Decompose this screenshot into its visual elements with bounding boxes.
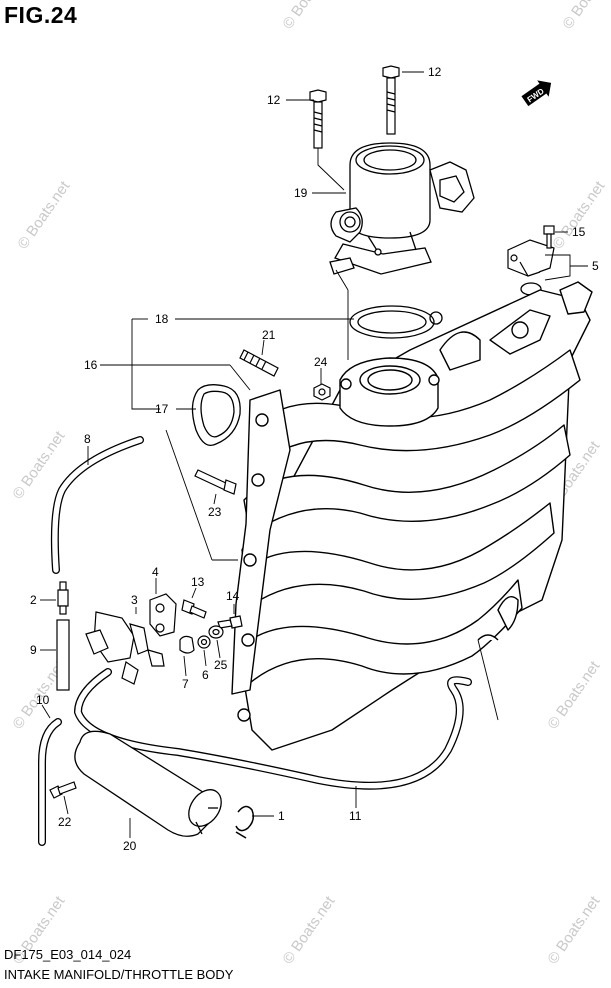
callout-1: 1 (278, 809, 285, 823)
throttle-gasket (349, 305, 443, 339)
nut-24 (313, 383, 331, 401)
bolt-15 (543, 225, 555, 249)
callout-21: 21 (262, 328, 276, 342)
intake-manifold (231, 281, 593, 751)
washer-25 (208, 625, 224, 639)
watermark-text: © Boats.net (559, 0, 611, 32)
hose-clip (235, 805, 255, 839)
callout-17: 17 (155, 402, 169, 416)
callout-19: 19 (294, 186, 308, 200)
callout-5: 5 (592, 259, 599, 273)
watermark-text: © Boats.net (544, 892, 603, 967)
callout-7: 7 (182, 677, 189, 691)
solenoid-valve (85, 611, 165, 685)
callout-13: 13 (191, 575, 205, 589)
bracket-4 (149, 593, 177, 637)
callout-14: 14 (226, 589, 240, 603)
callout-labels: 12 12 19 15 5 18 21 16 24 17 8 23 4 13 3… (30, 65, 599, 853)
callout-4: 4 (152, 565, 159, 579)
callout-6: 6 (202, 668, 209, 682)
callout-12: 12 (267, 93, 281, 107)
callout-12: 12 (428, 65, 442, 79)
callout-23: 23 (208, 505, 222, 519)
stud-21 (239, 349, 279, 377)
callout-22: 22 (58, 815, 72, 829)
throttle-body (329, 142, 475, 275)
joint-fitting (57, 581, 69, 615)
callout-11: 11 (349, 809, 362, 823)
hose-9 (56, 619, 70, 691)
callout-15: 15 (572, 225, 586, 239)
figure-title: FIG.24 (4, 2, 78, 28)
grommet-7 (179, 635, 195, 654)
canister (74, 730, 222, 837)
fwd-arrow-icon: FWD (521, 80, 552, 107)
map-sensor (507, 239, 555, 277)
watermark-text: © Boats.net (14, 177, 73, 252)
callout-10: 10 (36, 693, 50, 707)
callout-18: 18 (155, 312, 169, 326)
callout-16: 16 (84, 358, 98, 372)
diagram-caption: INTAKE MANIFOLD/THROTTLE BODY (4, 967, 234, 982)
callout-8: 8 (84, 432, 91, 446)
callout-24: 24 (314, 355, 328, 369)
leader-lines (40, 71, 588, 838)
collar-6 (197, 635, 211, 649)
watermark-text: © Boats.net (279, 0, 338, 32)
callout-9: 9 (30, 643, 37, 657)
callout-2: 2 (30, 593, 37, 607)
bolt-13 (181, 599, 207, 619)
manifold-gasket (191, 384, 241, 447)
watermark-text: © Boats.net (544, 657, 603, 732)
bolt-12-right (382, 65, 400, 135)
bolt-14 (217, 615, 243, 629)
watermark-text: © Boats.net (279, 892, 338, 967)
callout-3: 3 (131, 593, 138, 607)
watermark-text: © Boats.net (549, 177, 608, 252)
callout-20: 20 (123, 839, 137, 853)
bolt-22 (49, 781, 77, 799)
bolt-12-left (309, 89, 327, 149)
bolt-23 (194, 469, 237, 495)
diagram-reference-code: DF175_E03_014_024 (4, 947, 132, 962)
callout-25: 25 (214, 658, 228, 672)
